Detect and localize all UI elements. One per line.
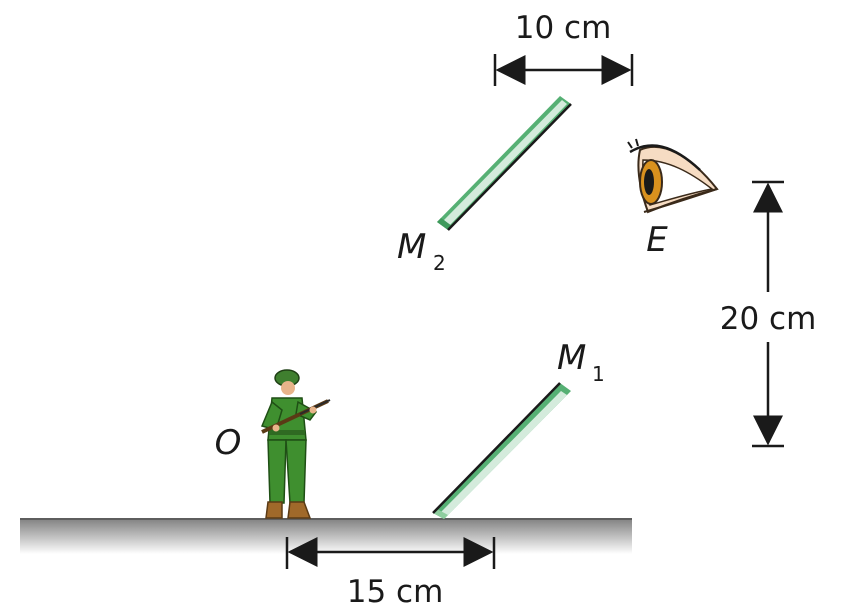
- mirror-m1-letter: M: [557, 338, 586, 378]
- eye-icon: [627, 138, 719, 214]
- bottom-distance-label: 15 cm: [347, 574, 444, 610]
- mirror-m2: [437, 96, 572, 231]
- mirror-m1-subscript: 1: [592, 362, 605, 386]
- top-distance-label: 10 cm: [515, 10, 612, 46]
- vertical-distance-label: 20 cm: [720, 301, 817, 337]
- ground: [20, 518, 632, 554]
- dimension-bottom: 15 cm: [285, 537, 496, 610]
- dimension-vertical: 20 cm: [720, 180, 817, 448]
- eye-label: E: [646, 220, 668, 260]
- mirror-m1: [432, 382, 571, 519]
- soldier-figure: [260, 369, 331, 519]
- object-label: O: [215, 423, 242, 463]
- mirror-m2-subscript: 2: [433, 251, 446, 275]
- mirror-m2-letter: M: [397, 227, 426, 267]
- dimension-top: 10 cm: [493, 10, 634, 86]
- mirror-m1-label: M 1: [557, 338, 605, 386]
- mirror-m2-label: M 2: [397, 227, 446, 275]
